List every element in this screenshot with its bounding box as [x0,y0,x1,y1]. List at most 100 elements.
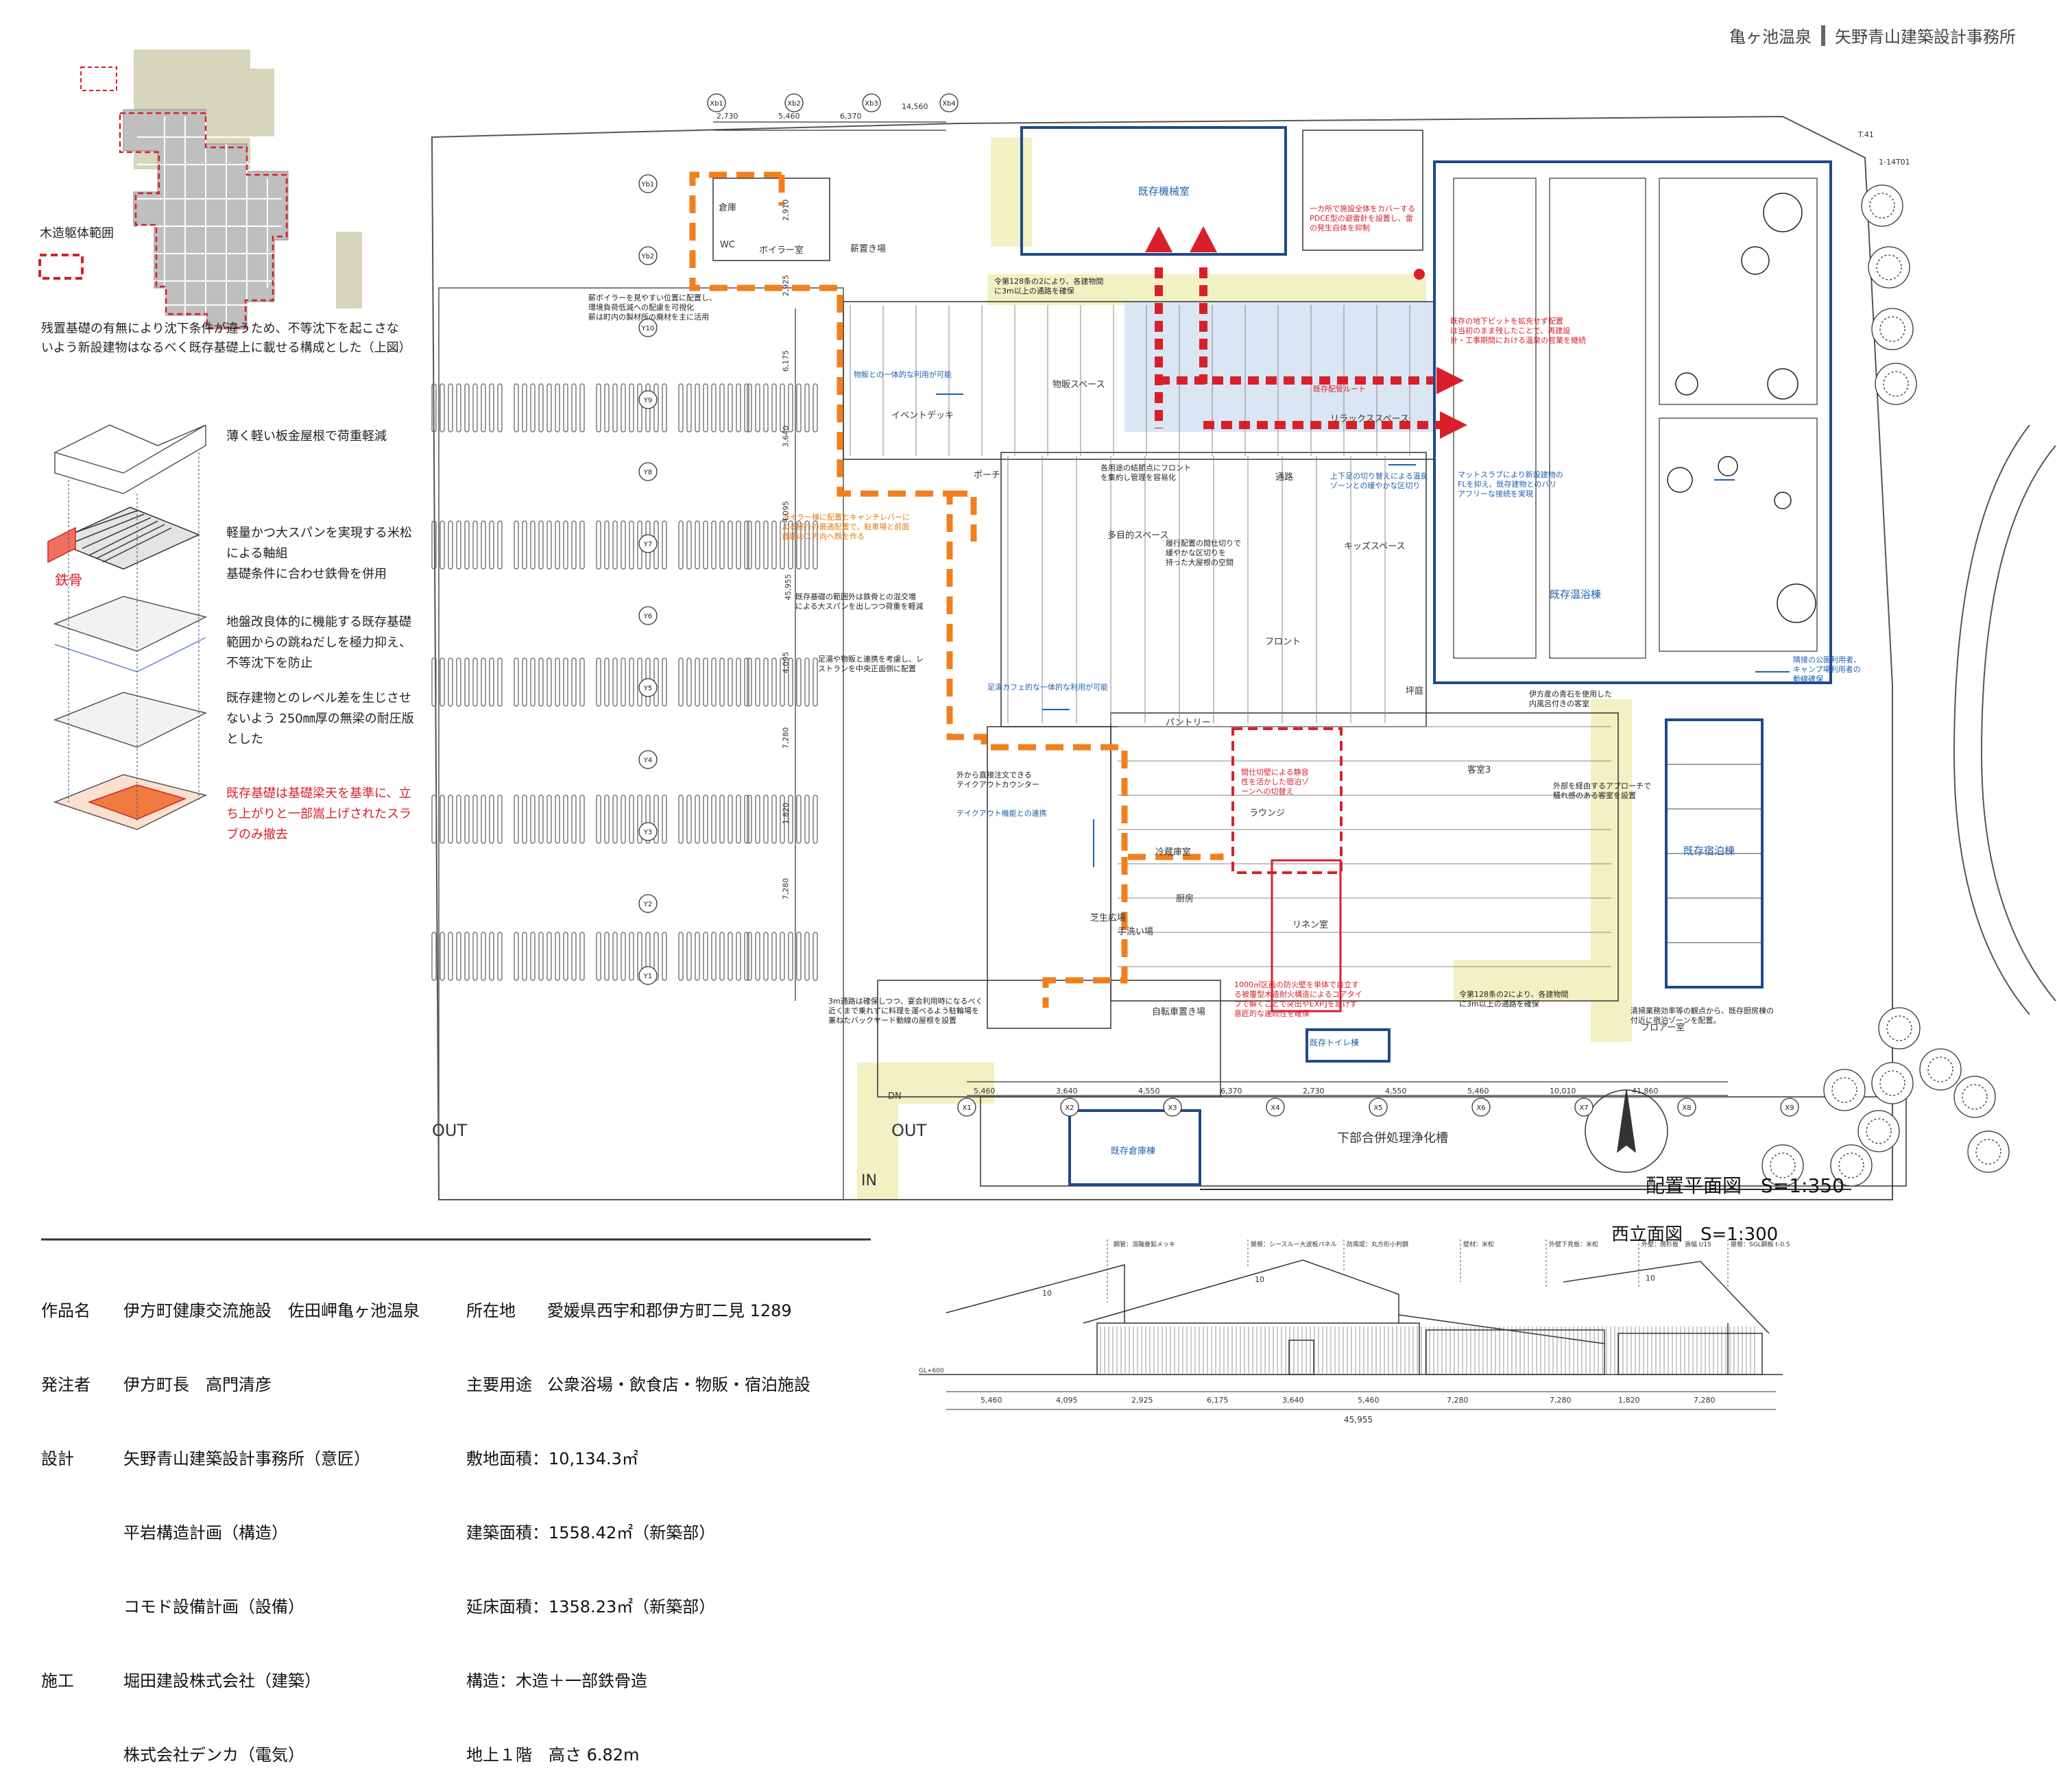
info-row: 構造：木造＋一部鉄骨造 [466,1671,647,1691]
plan-annotation: ボイラー棟に配置とキャンチレバーによる屋行の最適配置で、駐車場と前面道路の二方向… [782,513,910,542]
concept-line: ブのみ撤去 [226,827,288,842]
dimension-label: 5,460 [1467,1087,1489,1095]
plan-annotation: 伊方産の青石を使用した内風呂付きの客室 [1529,690,1612,709]
dimension-label: 7,280 [781,877,791,900]
grid-bubble-label: Y3 [643,829,652,836]
dimension-label: 4,550 [1385,1087,1407,1095]
plan-annotation: 足湯カフェ的な一体的な利用が可能 [987,683,1108,692]
room-relax: リラックススペース [1330,414,1410,424]
plan-annotation: 間仕切壁による静音性を活かした宿泊ゾーンへの切替え [1241,768,1309,797]
dimension-label: 45,955 [783,574,793,601]
grid-bubble [638,750,658,769]
elevation-scale-label: 西立面図 S=1:300 [1611,1224,1779,1245]
dimension-label: 2,910 [781,199,791,221]
info-row: 敷地面積：10,134.3㎡ [466,1449,638,1468]
info-row: 発注者伊方町長 高門清彦 [41,1375,272,1394]
office-name: 矢野青山建築設計事務所 [1835,27,2016,47]
grid-bubble [1060,1098,1079,1117]
plan-annotation-line: 環境負荷低減への配慮を可視化 [588,303,694,312]
plan-annotation-line: 付近に宿泊ゾーンを配置。 [1631,1016,1721,1025]
room-firewood: 薪置き場 [850,244,887,254]
dimension-label: 4,095 [781,651,791,674]
plan-annotation-line: 薪は町内の製材所の廃材を主に活用 [588,313,709,322]
plan-annotation: 令第128条の2により、各建物間に3m以上の通路を確保 [1459,990,1568,1009]
grid-bubble [638,534,658,553]
project-name: 亀ヶ池温泉 [1729,27,1812,47]
elevation-gl: GL+600 [919,1368,944,1375]
dimension-label: 1-14T01 [1879,158,1910,167]
grid-bubble-label: Y1 [643,973,652,980]
plan-annotation-line: マットスラブにより新設建物の [1458,470,1563,479]
roof-slope-label: 10 [1646,1274,1655,1283]
plan-annotation-line: アフリーな接続を実現 [1458,489,1533,498]
dimension-label: 3,640 [1056,1087,1078,1095]
room-lounge: ラウンジ [1249,808,1286,819]
room-bike: 自転車置き場 [1152,1007,1206,1017]
dimension-label: 4,550 [1138,1087,1160,1095]
grid-bubble [1163,1098,1182,1117]
dimension-label: 4,095 [781,500,791,523]
grid-bubble-label: Y7 [643,541,652,548]
room-storage: 倉庫 [719,203,737,213]
plan-annotation-line: 隣接の公園利用者、 [1793,655,1861,664]
plan-annotation-line: ストランを中央正面側に配置 [818,664,916,673]
grid-bubble-label: X6 [1476,1104,1485,1112]
grid-bubble [638,462,658,481]
room-wc: WC [720,240,735,250]
room-existing-shed: 既存倉庫棟 [1111,1146,1156,1157]
elevation-dimension: 1,820 [1618,1396,1640,1405]
plan-annotation: 外部を経由するアプローチで騒れ感のある客室を設置 [1553,782,1651,801]
concept-line: 既存基礎は基礎梁天を基準に、立 [226,786,411,801]
grid-bubble [784,93,804,112]
grid-bubble [638,894,658,913]
grid-bubble [638,606,658,625]
plan-annotation-line: 近くまで乗れずに料理を運べるよう駐輪場を [828,1006,979,1015]
parking-out-right: OUT [891,1121,927,1140]
keyplan-note: 残置基礎の有無により沈下条件が違うため、不等沈下を起こさな いよう新設建物はなる… [41,319,425,358]
room-existing-restroom: 既存トイレ棟 [1310,1038,1360,1048]
plan-annotation-line: 既存の地下ピットを拡充せず配置 [1450,317,1563,326]
room-septic: 下部合併処理浄化槽 [1337,1131,1448,1146]
plan-annotation-line: ーンへの切替え [1241,787,1294,796]
elevation-callout: 外壁：焼杉板 張幅 t/15 [1641,1242,1711,1248]
plan-annotation-line: ゾーンとの緩やかな区切り [1330,481,1421,490]
plan-annotation: 既存基礎の範囲外は鉄骨との混交増による大スパンを出しつつ荷重を軽減 [795,592,924,612]
concept-line: 範囲からの跳ねだしを極力抑え、 [226,635,411,650]
info-row: 延床面積：1358.23㎡（新築部） [466,1597,716,1617]
plan-annotation-line: 持った大屋根の空間 [1166,558,1234,567]
elevation-dimension: 7,280 [1550,1396,1572,1405]
dimension-label: 5,460 [778,112,800,121]
elevation-dimension: 2,925 [1131,1396,1153,1405]
plan-annotation-line: る被覆型木造耐火構造によるコアタイ [1234,990,1362,999]
elevation-total: 45,955 [1344,1415,1373,1425]
room-blower: ブロアー室 [1641,1023,1685,1033]
grid-bubble [1677,1098,1696,1117]
dimension-label: 6,370 [1220,1087,1242,1095]
info-row: 株式会社デンカ（電気） [123,1745,304,1765]
room-guest: 客室3 [1467,765,1491,775]
grid-bubble-label: X9 [1785,1104,1794,1112]
plan-annotation: 隣接の公園利用者、キャンプ場利用者の動線確保 [1793,655,1861,684]
plan-annotation-line: PDCE型の避雷針を設置し、雷 [1310,214,1413,223]
concept-foundation: 地盤改良体的に機能する既存基礎 範囲からの跳ねだしを極力抑え、 不等沈下を防止 [226,612,411,674]
grid-bubble-label: X3 [1168,1104,1177,1112]
info-row: 主要用途公衆浴場・飲食店・物販・宿泊施設 [466,1375,810,1394]
plan-annotation-line: 道路の二方向へ顔を作る [782,532,865,541]
stair-dn: DN [888,1091,902,1102]
plan-annotation-line: による大スパンを出しつつ荷重を軽減 [795,602,924,611]
plan-annotation-line: 動線確保 [1793,675,1823,683]
page-header: 亀ヶ池温泉 矢野青山建築設計事務所 [1729,23,2016,47]
room-lawn: 芝生広場 [1090,913,1127,923]
grid-bubble-label: Y6 [643,613,652,620]
grid-bubble [638,966,658,985]
plan-annotation-line: に3m以上の通路を確保 [1459,1000,1539,1008]
concept-slab: 既存建物とのレベル差を生じさせ ないよう 250㎜厚の無梁の耐圧版 とした [226,688,414,750]
grid-bubble-label: Y4 [643,757,652,764]
grid-bubble-label: Y2 [643,901,652,908]
drawing-sheet: Xb1Xb2Xb3Xb4Yb1Yb2Y10Y9Y8Y7Y6Y5Y4Y3Y2Y1X… [38,49,2056,1410]
grid-bubble-label: X8 [1682,1104,1691,1112]
plan-annotation-line: 3m通路は確保しつつ、宴会利用時になるべく [828,997,983,1006]
roof-slope-label: 10 [1042,1289,1052,1298]
plan-annotation: 3m通路は確保しつつ、宴会利用時になるべく近くまで乗れずに料理を運べるよう駐輪場… [828,997,983,1026]
